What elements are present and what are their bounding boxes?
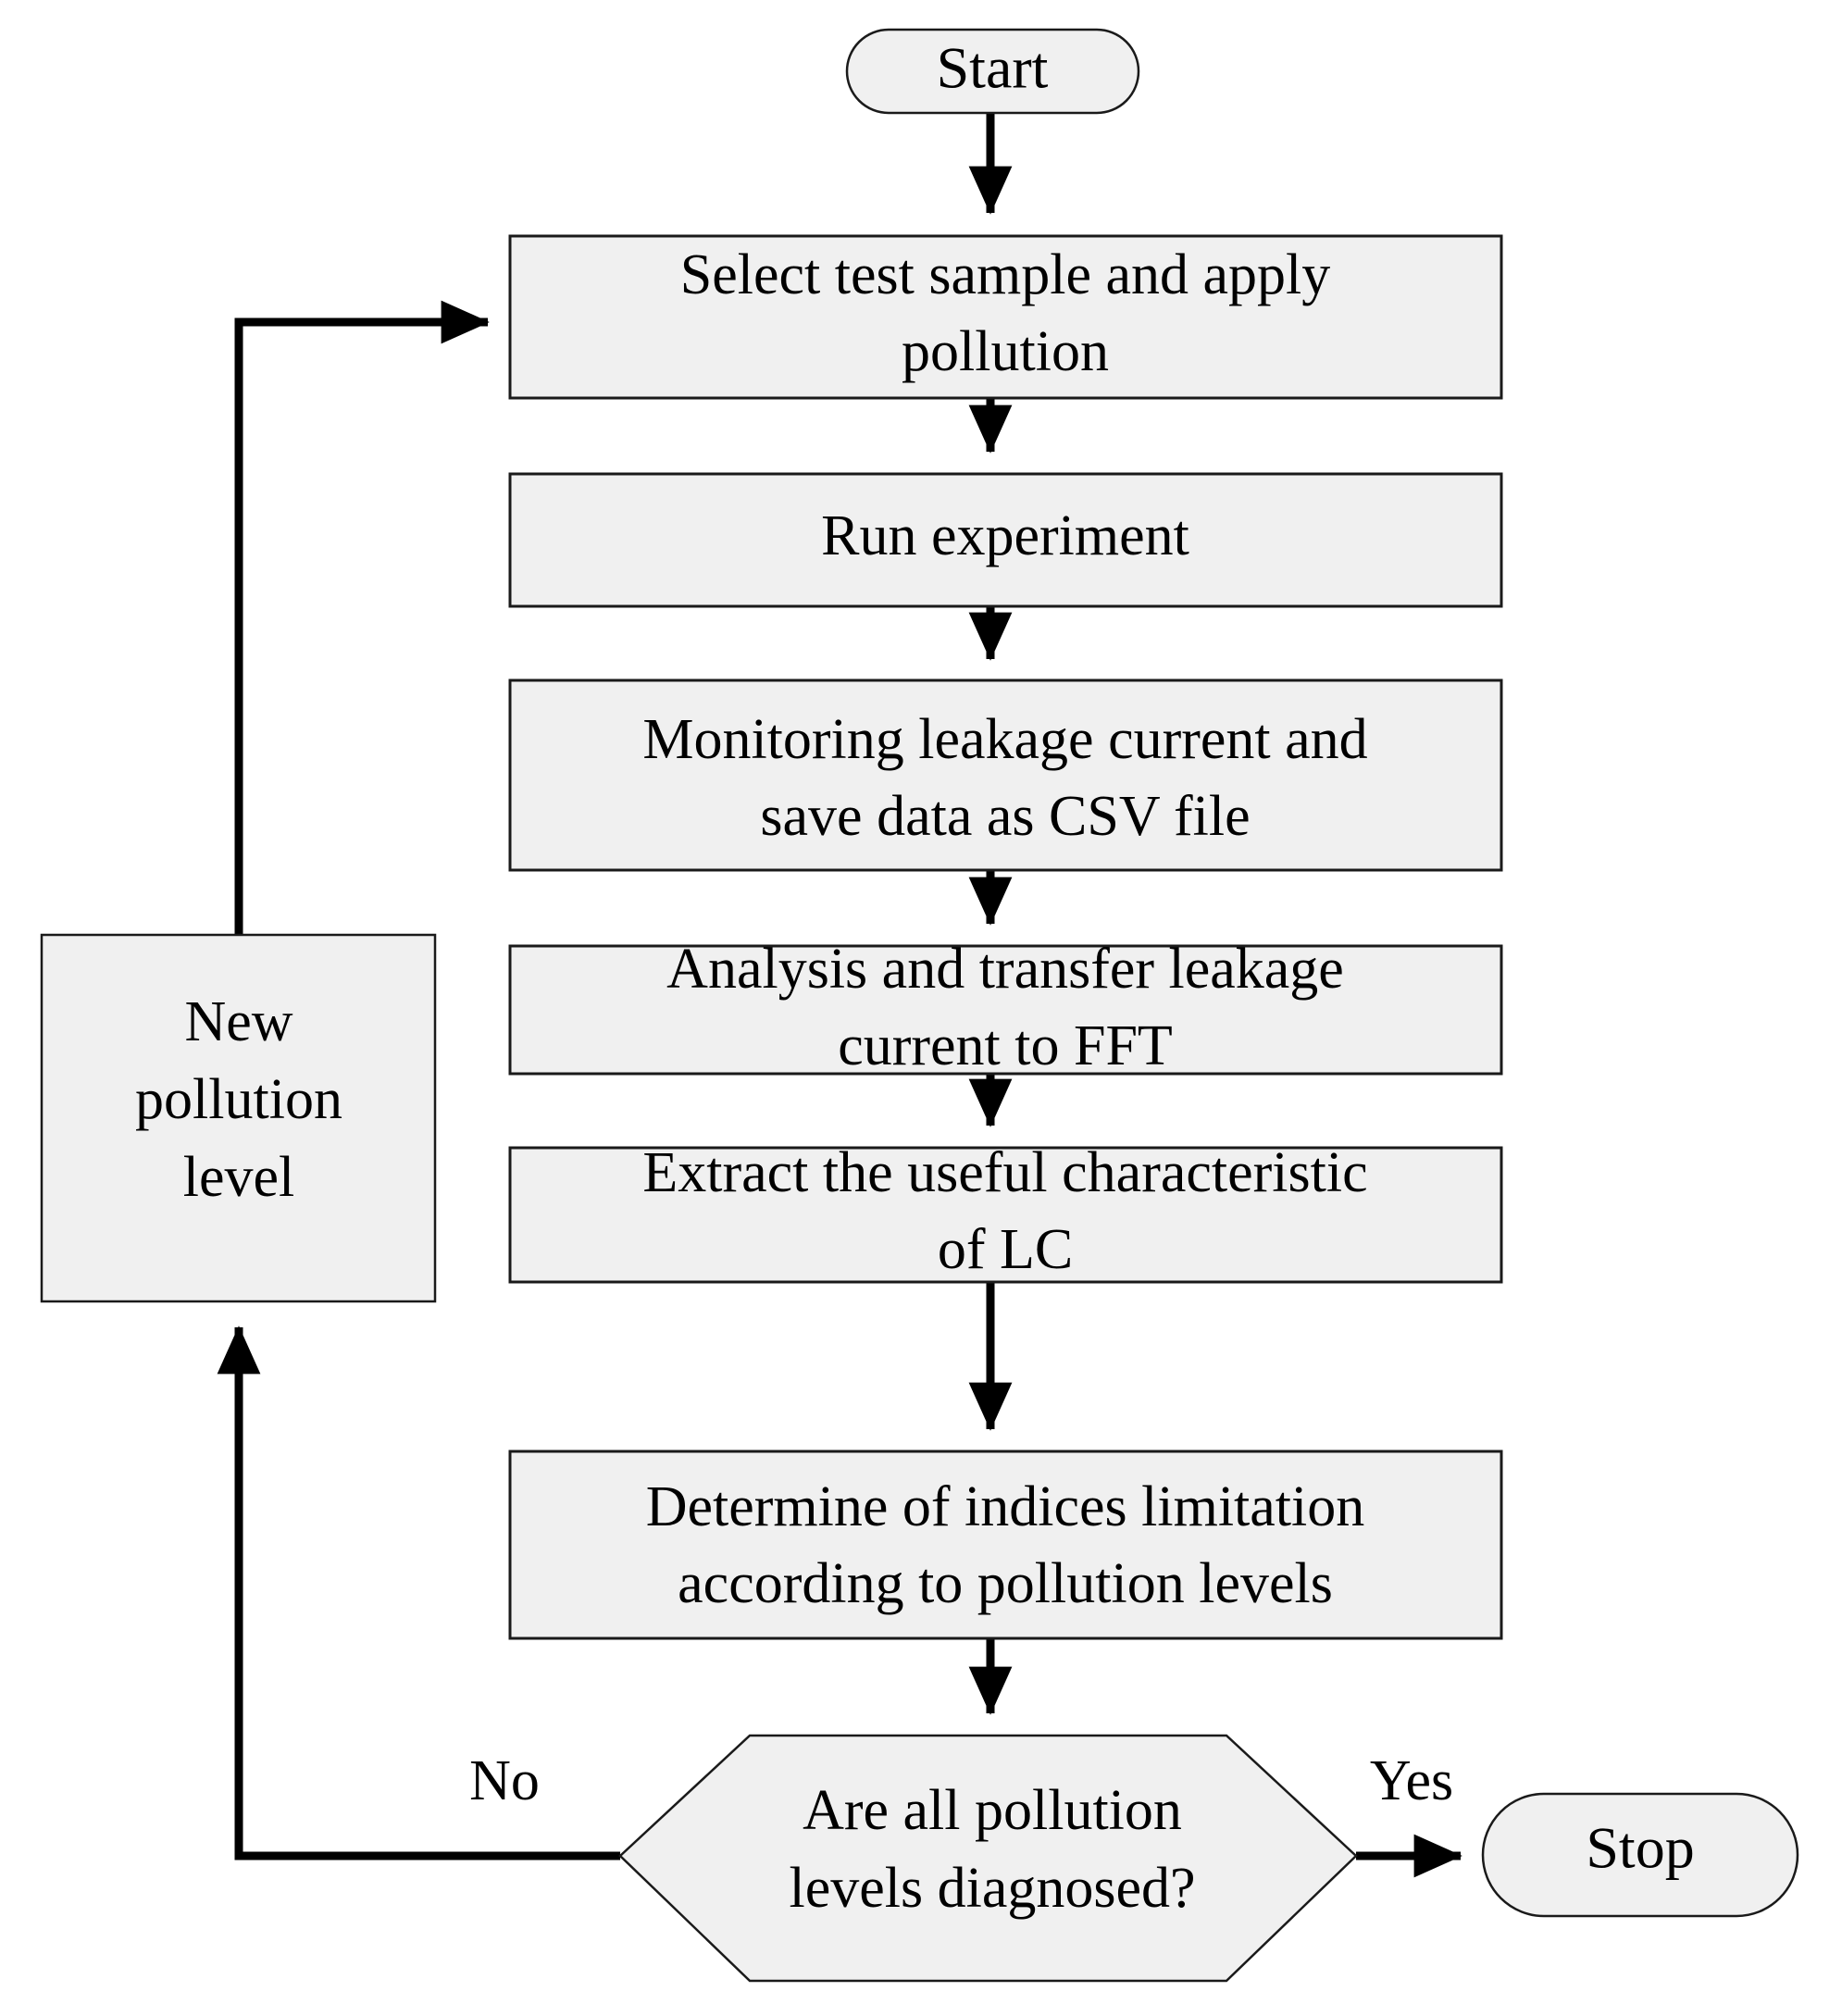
node-step4[interactable]: Analysis and transfer leakage current to… xyxy=(508,938,1503,1077)
step2-shape xyxy=(508,472,1503,608)
step5-label-line2: of LC xyxy=(938,1218,1073,1281)
step4-label-line1: Analysis and transfer leakage xyxy=(666,938,1344,1001)
node-step2[interactable]: Run experiment xyxy=(508,472,1503,608)
step2-label-line1: Run experiment xyxy=(821,504,1189,567)
decision-label-line1: Are all pollution xyxy=(803,1779,1182,1842)
step6-label-line1: Determine of indices limitation xyxy=(646,1475,1365,1538)
newlevel-label-line2: pollution xyxy=(135,1068,342,1131)
node-stop[interactable]: Stop xyxy=(1481,1792,1799,1918)
newlevel-shape xyxy=(40,933,437,1303)
node-step1[interactable]: Select test sample and apply pollution xyxy=(508,234,1503,400)
edges-layer xyxy=(217,111,1462,1878)
step4-label-line2: current to FFT xyxy=(838,1014,1173,1077)
node-decision[interactable]: Are all pollution levels diagnosed? xyxy=(618,1734,1358,1983)
start-shape xyxy=(845,28,1140,115)
stop-label: Stop xyxy=(1586,1815,1694,1881)
newlevel-label-line1: New xyxy=(184,990,292,1053)
edge-label-yes: Yes xyxy=(1370,1749,1453,1812)
node-new-pollution-level[interactable]: New pollution level xyxy=(40,933,437,1303)
node-step3[interactable]: Monitoring leakage current and save data… xyxy=(508,678,1503,872)
step3-label-line2: save data as CSV file xyxy=(760,785,1250,848)
step1-shape xyxy=(508,234,1503,400)
step5-shape xyxy=(508,1146,1503,1284)
edge-newlevel-to-step1 xyxy=(234,300,490,935)
decision-shape xyxy=(618,1734,1358,1983)
step3-shape xyxy=(508,678,1503,872)
node-start[interactable]: Start xyxy=(845,28,1140,115)
step1-label-line1: Select test sample and apply xyxy=(680,243,1330,306)
step6-shape xyxy=(508,1450,1503,1640)
node-step5[interactable]: Extract the useful characteristic of LC xyxy=(508,1141,1503,1284)
decision-label-line2: levels diagnosed? xyxy=(789,1857,1195,1920)
step4-shape xyxy=(508,944,1503,1076)
newlevel-label-line3: level xyxy=(183,1146,295,1209)
node-step6[interactable]: Determine of indices limitation accordin… xyxy=(508,1450,1503,1640)
edge-label-no: No xyxy=(469,1749,540,1812)
step3-label-line1: Monitoring leakage current and xyxy=(642,708,1367,771)
edge-decision-no-to-newlevel xyxy=(217,1325,620,1860)
step5-label-line1: Extract the useful characteristic xyxy=(642,1141,1367,1204)
stop-shape xyxy=(1481,1792,1799,1918)
start-label: Start xyxy=(937,35,1049,101)
step1-label-line2: pollution xyxy=(902,320,1109,383)
step6-label-line2: according to pollution levels xyxy=(678,1552,1333,1615)
